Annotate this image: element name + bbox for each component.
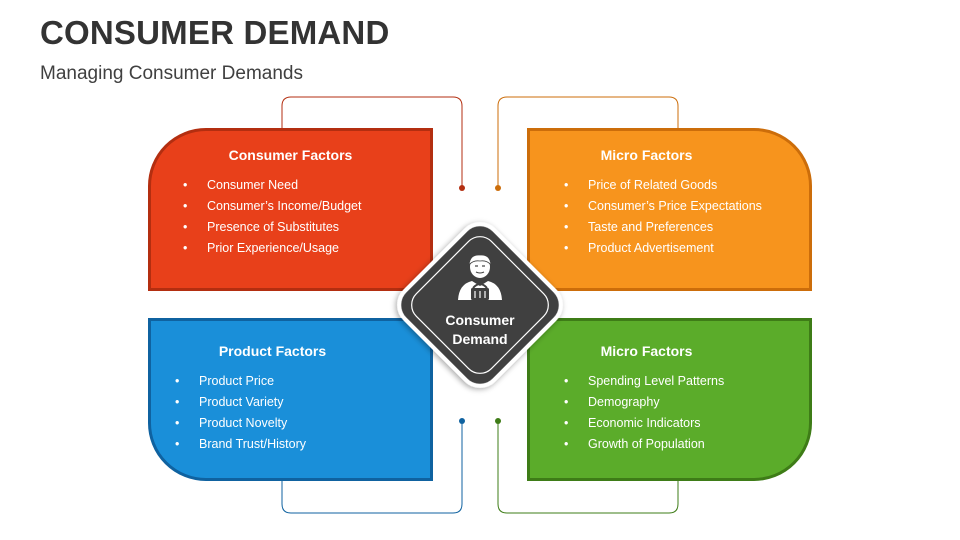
list-item: Prior Experience/Usage (183, 238, 410, 259)
list-item: Spending Level Patterns (564, 371, 789, 392)
card-list: Product Price Product Variety Product No… (175, 371, 410, 455)
list-item: Consumer Need (183, 175, 410, 196)
card-list: Consumer Need Consumer’s Income/Budget P… (183, 175, 410, 259)
connector-bottom-left (281, 421, 463, 514)
connector-top-right (497, 96, 679, 188)
page-subtitle: Managing Consumer Demands (40, 63, 303, 84)
card-title: Micro Factors (600, 343, 693, 359)
connector-bottom-right (497, 421, 679, 514)
connector-dot-bottom-left (459, 418, 465, 424)
list-item: Product Novelty (175, 413, 410, 434)
list-item: Consumer’s Price Expectations (564, 196, 789, 217)
consumer-basket-icon (458, 254, 502, 300)
card-product-factors: Product Factors Product Price Product Va… (148, 318, 433, 481)
list-item: Price of Related Goods (564, 175, 789, 196)
card-title: Micro Factors (600, 147, 693, 163)
card-title: Consumer Factors (228, 147, 353, 163)
card-micro-factors-bottom: Micro Factors Spending Level Patterns De… (527, 318, 812, 481)
list-item: Brand Trust/History (175, 434, 410, 455)
list-item: Growth of Population (564, 434, 789, 455)
card-list: Price of Related Goods Consumer’s Price … (564, 175, 789, 259)
list-item: Economic Indicators (564, 413, 789, 434)
list-item: Product Price (175, 371, 410, 392)
card-micro-factors-top: Micro Factors Price of Related Goods Con… (527, 128, 812, 291)
connector-dot-bottom-right (495, 418, 501, 424)
center-label-line2: Demand (452, 331, 508, 347)
connector-top-left (281, 96, 463, 188)
center-diamond (397, 222, 563, 388)
center-label: Consumer Demand (420, 311, 540, 349)
center-label-line1: Consumer (445, 312, 515, 328)
list-item: Presence of Substitutes (183, 217, 410, 238)
page-title: CONSUMER DEMAND (40, 14, 390, 51)
list-item: Consumer’s Income/Budget (183, 196, 410, 217)
card-title: Product Factors (218, 343, 327, 359)
list-item: Product Advertisement (564, 238, 789, 259)
connector-dot-top-left (459, 185, 465, 191)
connector-dot-top-right (495, 185, 501, 191)
card-consumer-factors: Consumer Factors Consumer Need Consumer’… (148, 128, 433, 291)
list-item: Product Variety (175, 392, 410, 413)
card-list: Spending Level Patterns Demography Econo… (564, 371, 789, 455)
list-item: Demography (564, 392, 789, 413)
list-item: Taste and Preferences (564, 217, 789, 238)
